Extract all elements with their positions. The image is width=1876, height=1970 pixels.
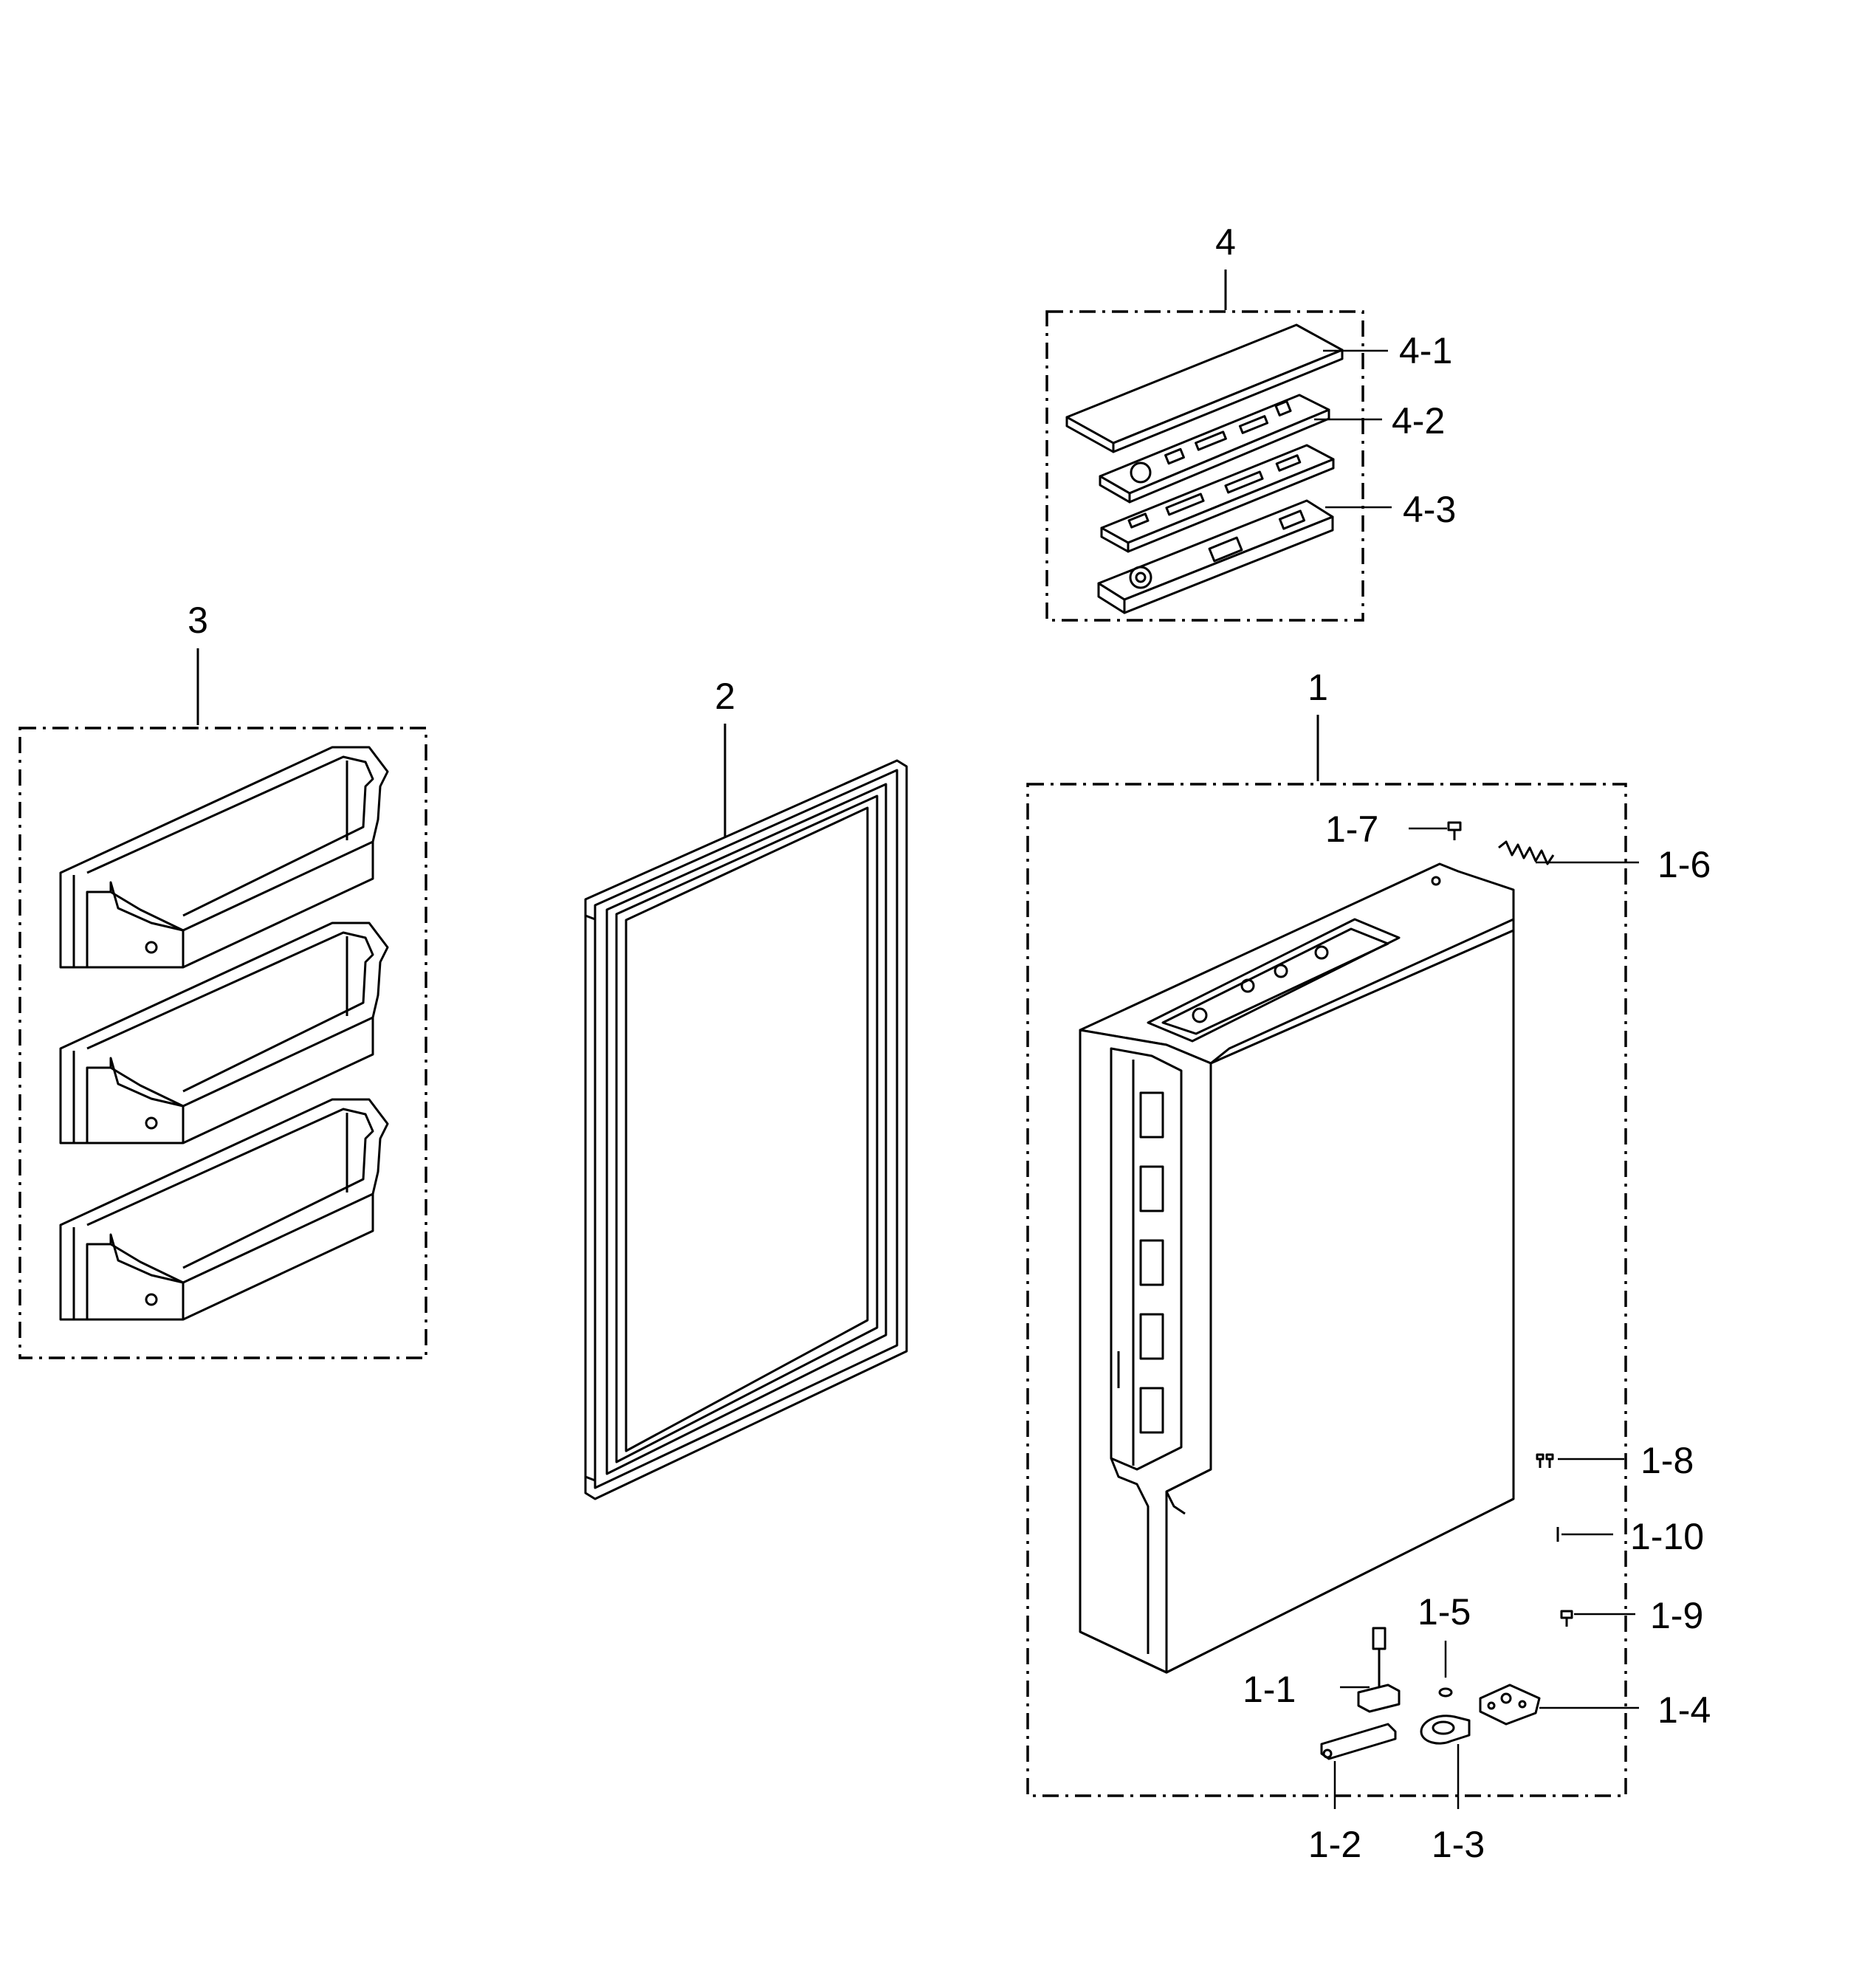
- door-bin[interactable]: [59, 746, 389, 969]
- group-3-door-bins: 3: [18, 600, 427, 1359]
- callout-1-2[interactable]: 1-2: [1308, 1824, 1361, 1865]
- group-4-control-panel: 4: [1045, 222, 1456, 622]
- part-1-4-hinge-plate[interactable]: [1479, 1684, 1639, 1726]
- group-2-door-gasket: 2: [584, 676, 908, 1500]
- part-1-6-spring[interactable]: [1498, 840, 1639, 865]
- callout-1[interactable]: 1: [1308, 667, 1328, 708]
- part-1-door-body[interactable]: [1079, 862, 1515, 1674]
- part-1-1-hinge-pin[interactable]: [1340, 1627, 1401, 1713]
- part-1-3-hinge-cap[interactable]: [1420, 1715, 1471, 1809]
- callout-1-1[interactable]: 1-1: [1243, 1669, 1296, 1710]
- callout-3[interactable]: 3: [188, 600, 208, 641]
- part-1-8-screw[interactable]: [1536, 1453, 1624, 1468]
- part-1-5-washer[interactable]: [1438, 1641, 1453, 1698]
- door-bin[interactable]: [59, 1098, 389, 1321]
- part-1-7-screw[interactable]: [1409, 821, 1462, 840]
- part-1-10-pin[interactable]: [1556, 1527, 1613, 1542]
- callout-1-10[interactable]: 1-10: [1630, 1516, 1704, 1557]
- part-4-3-control-board[interactable]: [1097, 444, 1335, 614]
- callout-1-4[interactable]: 1-4: [1657, 1689, 1711, 1731]
- callout-4[interactable]: 4: [1215, 222, 1236, 263]
- part-4-1-panel-cover[interactable]: [1065, 323, 1344, 453]
- part-1-9-screw[interactable]: [1560, 1610, 1635, 1627]
- part-2-door-gasket[interactable]: [584, 759, 908, 1500]
- callout-1-8[interactable]: 1-8: [1640, 1440, 1694, 1481]
- callout-4-3[interactable]: 4-3: [1403, 489, 1456, 530]
- dashed-box-4: [1045, 310, 1364, 622]
- callout-1-6[interactable]: 1-6: [1657, 844, 1711, 885]
- callout-1-7[interactable]: 1-7: [1325, 809, 1378, 850]
- dashed-box-3: [18, 727, 427, 1359]
- callout-1-3[interactable]: 1-3: [1432, 1824, 1485, 1865]
- dashed-box-1: [1026, 783, 1627, 1797]
- callout-4-2[interactable]: 4-2: [1392, 400, 1445, 442]
- group-1-door-assembly: 1: [1026, 667, 1711, 1865]
- callout-1-5[interactable]: 1-5: [1418, 1591, 1471, 1633]
- callout-1-9[interactable]: 1-9: [1650, 1595, 1703, 1636]
- callout-2[interactable]: 2: [715, 676, 735, 717]
- part-1-2-bracket[interactable]: [1320, 1723, 1397, 1809]
- callout-4-1[interactable]: 4-1: [1399, 330, 1452, 371]
